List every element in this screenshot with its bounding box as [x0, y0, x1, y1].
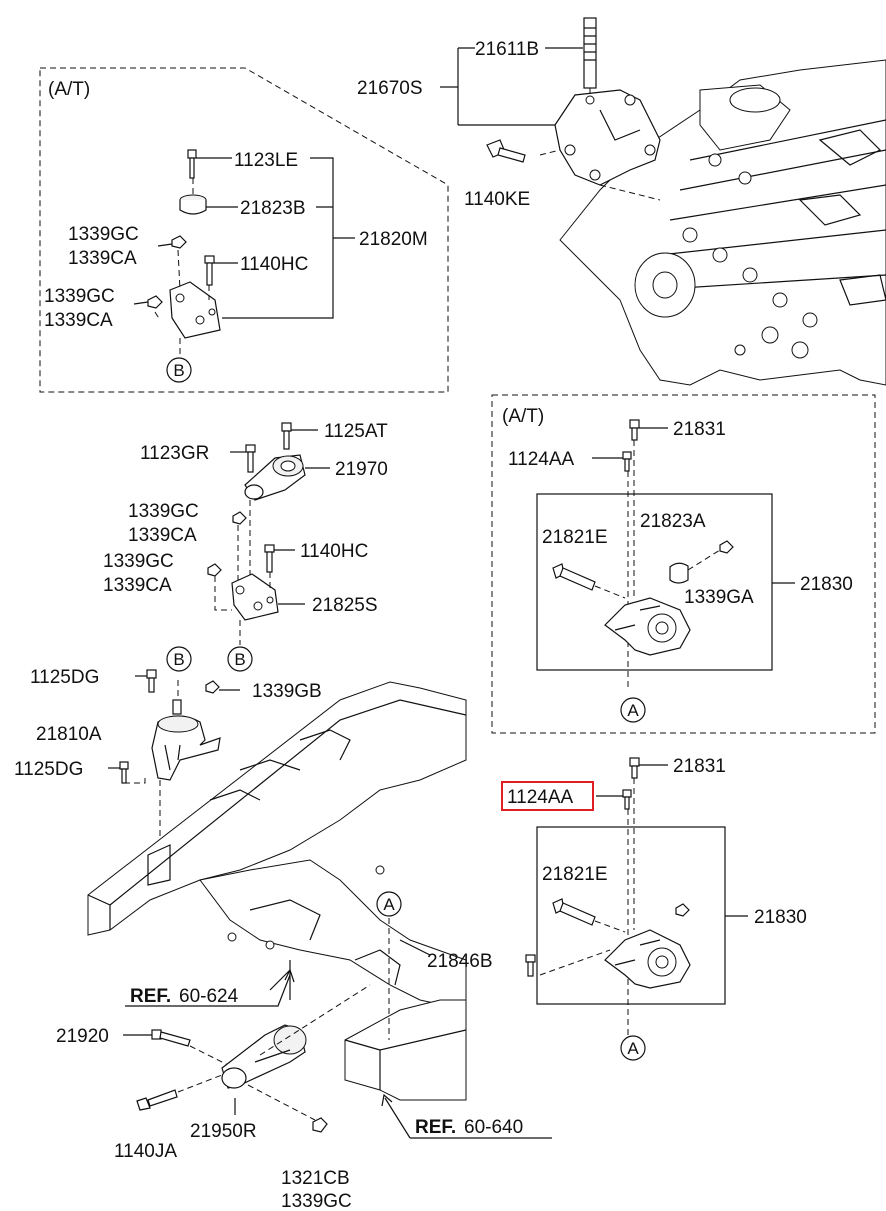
mount-21810a: [108, 669, 240, 850]
label-21823b: 21823B: [240, 198, 306, 219]
label-at-right: (A/T): [502, 406, 544, 427]
label-21846b: 21846B: [427, 951, 493, 972]
label-1125at: 1125AT: [324, 421, 388, 442]
label-21920: 21920: [56, 1026, 109, 1047]
leader-21846b: [388, 918, 536, 1040]
label-1339gc-b: 1339GC: [44, 286, 115, 307]
label-1123gr: 1123GR: [140, 443, 209, 464]
label-1339gc-c: 1339GC: [128, 501, 199, 522]
label-1339ca-d: 1339CA: [103, 575, 172, 596]
callout-a2: A: [376, 891, 402, 917]
label-21823a: 21823A: [640, 511, 706, 532]
label-1140ja: 1140JA: [114, 1141, 177, 1162]
label-21820m: 21820M: [359, 229, 428, 250]
label-21611b: 21611B: [475, 39, 539, 60]
label-1125dg-a: 1125DG: [30, 667, 99, 688]
mount-group-21970: [207, 422, 330, 645]
mount-box-right-lower: [536, 757, 748, 1035]
label-1339ca-b: 1339CA: [44, 310, 113, 331]
label-21830-a: 21830: [800, 574, 853, 595]
highlight-box: [501, 781, 594, 811]
label-at-top: (A/T): [48, 79, 90, 100]
label-21821e-b: 21821E: [542, 864, 608, 885]
callout-a1: A: [620, 697, 646, 723]
label-1339ga: 1339GA: [684, 587, 754, 608]
svg-text:A: A: [627, 1039, 639, 1058]
callout-b3: B: [227, 646, 253, 672]
label-1140hc-a: 1140HC: [240, 254, 308, 275]
svg-text:A: A: [627, 701, 639, 720]
label-21970: 21970: [335, 459, 388, 480]
label-1339gc-e: 1339GC: [281, 1191, 352, 1211]
label-1140ke: 1140KE: [464, 189, 530, 210]
label-21810a: 21810A: [36, 724, 102, 745]
label-1339ca-c: 1339CA: [128, 525, 197, 546]
label-21950r: 21950R: [190, 1121, 257, 1142]
ref-arrows: [125, 968, 552, 1139]
ref-label-2-number: 60-640: [464, 1117, 523, 1138]
label-21831-b: 21831: [673, 756, 726, 777]
label-21831-a: 21831: [673, 419, 726, 440]
label-21825s: 21825S: [312, 595, 378, 616]
label-1124aa-a: 1124AA: [508, 449, 575, 470]
callout-b2: B: [166, 646, 192, 672]
bracket-21670s: [440, 17, 661, 201]
ref-label-2-bold: REF.: [415, 1117, 456, 1138]
chassis-frame: [87, 681, 467, 1101]
engine-block: [559, 59, 886, 386]
label-1125dg-b: 1125DG: [14, 759, 83, 780]
label-1140hc-b: 1140HC: [300, 541, 368, 562]
svg-text:B: B: [173, 650, 184, 669]
roll-rod-21950r: [123, 960, 371, 1133]
svg-text:B: B: [234, 650, 245, 669]
label-1339gc-d: 1339GC: [103, 551, 174, 572]
svg-text:A: A: [383, 895, 395, 914]
label-1339gb: 1339GB: [252, 681, 322, 702]
label-1321cb: 1321CB: [281, 1168, 350, 1189]
at-box-right: [491, 394, 876, 734]
ref-label-1-bold: REF.: [130, 986, 171, 1007]
label-1339gc-a: 1339GC: [68, 224, 139, 245]
label-1123le: 1123LE: [234, 150, 298, 171]
svg-text:B: B: [173, 361, 184, 380]
callout-a3: A: [620, 1035, 646, 1061]
label-1124aa-b: 1124AA: [507, 787, 574, 808]
label-21821e-a: 21821E: [542, 527, 608, 548]
callout-b1: B: [166, 357, 192, 383]
at-box-top-left: [39, 67, 449, 393]
ref-label-1-number: 60-624: [179, 986, 239, 1007]
label-21670s: 21670S: [357, 78, 423, 99]
label-21830-b: 21830: [754, 907, 807, 928]
label-1339ca-a: 1339CA: [68, 248, 137, 269]
